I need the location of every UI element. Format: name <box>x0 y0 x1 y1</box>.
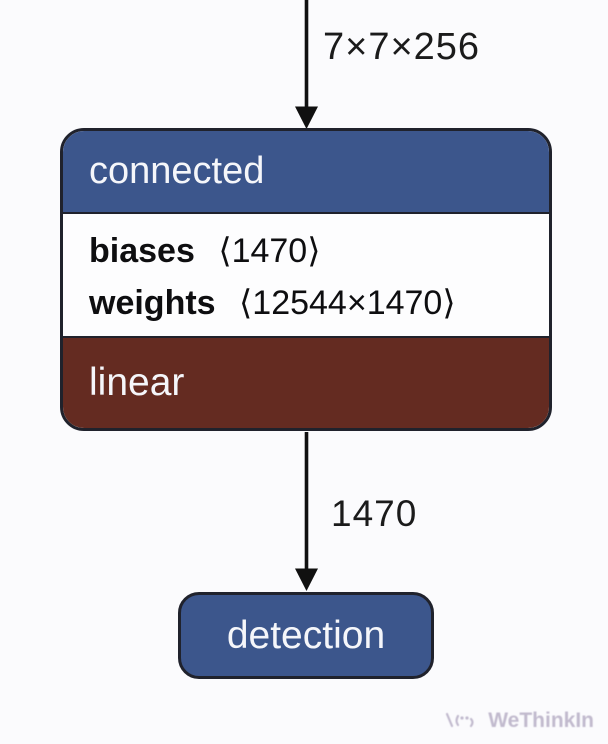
param-name-biases: biases <box>89 232 195 270</box>
wethinkin-logo-icon <box>446 712 474 728</box>
node-activation-bar: linear <box>63 336 549 428</box>
input-shape-label: 7×7×256 <box>323 26 481 68</box>
activation-label: linear <box>89 361 185 404</box>
param-shape-weights: ⟨12544×1470⟩ <box>239 284 456 322</box>
watermark: WeThinkIn <box>445 709 594 733</box>
input-edge-arrow <box>295 0 318 129</box>
node-type-header: connected <box>63 131 549 214</box>
output-edge-arrow <box>295 432 318 591</box>
output-shape-label: 1470 <box>331 493 418 534</box>
watermark-text: WeThinkIn <box>488 709 594 732</box>
node-params: biases ⟨1470⟩ weights ⟨12544×1470⟩ <box>63 214 549 336</box>
node-type-label: connected <box>89 150 265 192</box>
param-name-weights: weights <box>89 284 216 322</box>
param-shape-biases: ⟨1470⟩ <box>218 232 321 270</box>
detection-label: detection <box>226 613 386 657</box>
detection-node[interactable]: detection <box>178 592 434 679</box>
param-row-weights: weights ⟨12544×1470⟩ <box>89 277 539 329</box>
connected-node[interactable]: connected biases ⟨1470⟩ weights ⟨12544×1… <box>60 128 552 431</box>
param-row-biases: biases ⟨1470⟩ <box>89 225 539 277</box>
